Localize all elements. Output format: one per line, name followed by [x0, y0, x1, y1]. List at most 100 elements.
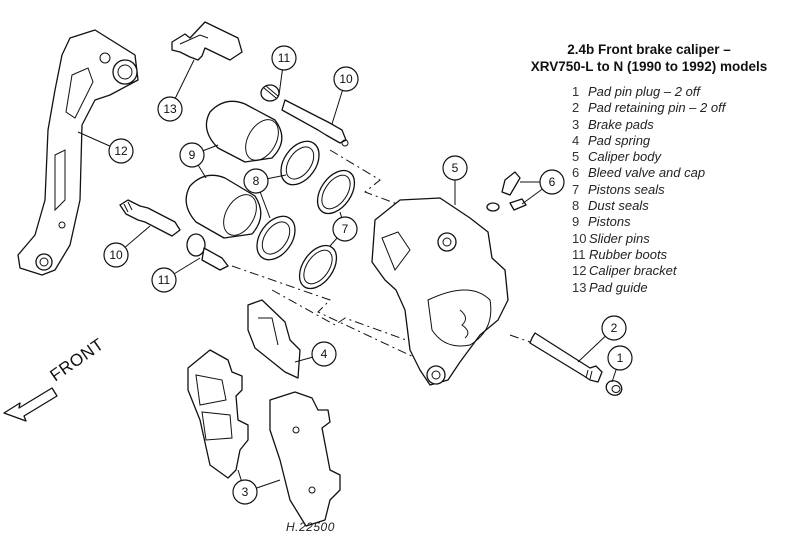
legend-number: 3: [572, 116, 580, 132]
callout-number: 10: [109, 248, 123, 262]
centerline-lower: [231, 265, 421, 361]
callout-9: 9: [179, 142, 219, 179]
callout-number: 5: [452, 161, 459, 175]
centerline-upper: [329, 149, 401, 206]
legend-label: Caliper bracket: [589, 263, 677, 279]
callout-number: 8: [253, 174, 260, 188]
callout-number: 11: [278, 51, 291, 65]
callout-7: 7: [329, 211, 358, 247]
pad-guide: [171, 21, 243, 61]
legend-number: 8: [572, 198, 580, 214]
callout-circle: [607, 345, 633, 371]
callout-13: 13: [157, 59, 195, 122]
legend-number: 9: [572, 214, 580, 230]
legend-label: Rubber boots: [589, 246, 668, 262]
centerline-pin: [509, 334, 531, 343]
parts-legend: 1 Pad pin plug – 2 off 2 Pad retaining pin …: [572, 84, 725, 296]
callout-circle: [539, 169, 565, 195]
caliper-bracket: [17, 29, 139, 276]
callout-8: 8: [243, 168, 287, 219]
legend-item: 1 Pad pin plug – 2 off: [572, 84, 725, 100]
legend-number: 5: [572, 149, 580, 165]
pad-retaining-pin: [529, 332, 603, 383]
legend-label: Pad pin plug – 2 off: [588, 84, 701, 99]
legend-item: 5 Caliper body: [572, 149, 725, 165]
callout-number: 12: [114, 144, 128, 158]
legend-number: 7: [572, 181, 580, 197]
callout-number: 10: [339, 72, 353, 86]
legend-item: 9 Pistons: [572, 214, 725, 230]
legend-label: Dust seals: [588, 198, 649, 214]
callout-circle: [271, 45, 297, 71]
callout-12: 12: [77, 131, 134, 164]
figure-title: 2.4b Front brake caliper – XRV750-L to N…: [520, 41, 778, 75]
legend-number: 1: [572, 84, 580, 99]
legend-label: Caliper body: [588, 149, 661, 165]
legend-item: 4 Pad spring: [572, 133, 725, 149]
callout-6: 6: [520, 169, 565, 205]
centerline-pads: [271, 289, 421, 346]
callout-10-left: 10: [103, 225, 151, 268]
legend-label: Pad spring: [588, 132, 651, 148]
callout-circle: [108, 138, 134, 164]
callout-10-top: 10: [331, 66, 359, 125]
centerlines: [231, 149, 531, 361]
callout-2: 2: [577, 315, 627, 363]
callout-circle: [311, 341, 337, 367]
piston-seals: [298, 169, 356, 290]
callout-number: 13: [163, 102, 177, 116]
callout-circle: [232, 479, 258, 505]
callout-number: 1: [617, 351, 624, 365]
legend-label: Pistons seals: [588, 181, 665, 197]
callout-3: 3: [232, 469, 281, 505]
legend-item: 8 Dust seals: [572, 198, 725, 214]
legend-label: Slider pins: [589, 230, 650, 246]
callout-circle: [601, 315, 627, 341]
legend-number: 2: [572, 100, 580, 116]
callout-number: 7: [342, 222, 349, 236]
pad-spring: [247, 299, 301, 379]
legend-label: Pistons: [588, 214, 631, 230]
pad-pin-plug: [605, 380, 623, 396]
front-arrow-icon: [3, 387, 58, 422]
callout-circle: [442, 155, 468, 181]
callout-5: 5: [442, 155, 468, 205]
callout-circle: [332, 216, 358, 242]
callout-number: 4: [321, 347, 328, 361]
brake-pads: [187, 349, 341, 527]
caliper-body: [371, 197, 509, 386]
callout-4: 4: [294, 341, 337, 367]
legend-item: 7 Pistons seals: [572, 182, 725, 198]
callout-11-left: 11: [151, 257, 201, 293]
legend-number: 6: [572, 165, 580, 181]
figure-code: H.22500: [286, 520, 335, 534]
figure-title-line-1: 2.4b Front brake caliper –: [567, 42, 731, 57]
callout-circle: [157, 96, 183, 122]
slider-pin-left: [119, 199, 229, 271]
callout-1: 1: [607, 345, 633, 383]
figure-title-line-2: XRV750-L to N (1990 to 1992) models: [530, 59, 768, 74]
legend-label: Pad guide: [589, 279, 648, 295]
dust-seals: [256, 140, 320, 261]
callout-circle: [103, 242, 129, 268]
callout-number: 3: [242, 485, 249, 499]
legend-label: Pad retaining pin – 2 off: [588, 100, 726, 116]
legend-item: 3 Brake pads: [572, 117, 725, 133]
callout-number: 11: [158, 273, 171, 287]
callout-circle: [333, 66, 359, 92]
legend-item: 2 Pad retaining pin – 2 off: [572, 100, 725, 116]
callout-number: 9: [189, 148, 196, 162]
legend-number: 4: [572, 132, 580, 148]
legend-label: Brake pads: [588, 116, 654, 132]
slider-pin-top: [260, 84, 349, 147]
pistons: [185, 100, 283, 239]
bleed-valve: [486, 171, 527, 212]
callout-circle: [243, 168, 269, 194]
callout-circle: [179, 142, 205, 168]
